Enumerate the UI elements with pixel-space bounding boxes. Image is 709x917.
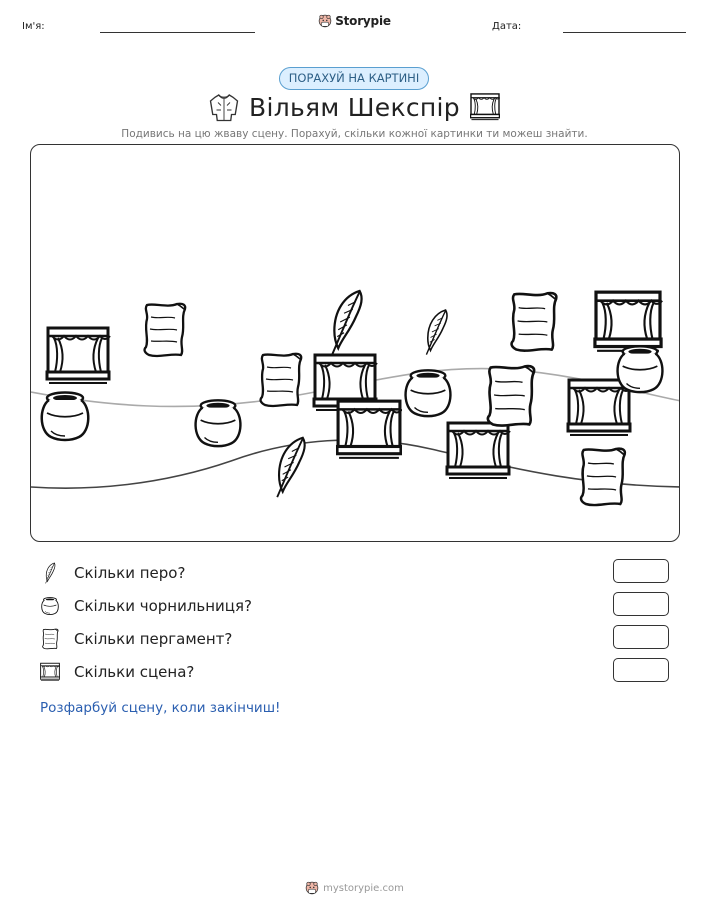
scene-picture	[30, 144, 680, 542]
coloring-note: Розфарбуй сцену, коли закінчиш!	[40, 700, 281, 716]
question-quill: Скільки перо?	[40, 562, 185, 584]
answer-box-inkwell[interactable]	[613, 592, 669, 616]
question-text: Скільки перо?	[74, 564, 186, 582]
inkwell-item	[194, 399, 242, 448]
page-title: Вільям Шекспір	[249, 92, 460, 122]
stage-item	[45, 326, 111, 385]
stage-item	[336, 399, 402, 460]
parchment-item	[486, 364, 536, 427]
question-text: Скільки сцена?	[74, 663, 195, 681]
inkwell-item	[616, 345, 664, 394]
ground-line-front	[31, 439, 679, 489]
parchment-item	[143, 302, 187, 358]
instructions: Подивись на цю жваву сцену. Порахуй, скі…	[121, 128, 588, 140]
scene-drawing	[31, 289, 679, 507]
parchment-item	[579, 447, 627, 507]
count-badge: ПОРАХУЙ НА КАРТИНІ	[279, 67, 429, 90]
stage-item	[445, 421, 511, 480]
question-parchment: Скільки пергамент?	[40, 628, 232, 650]
inkwell-item	[40, 391, 90, 442]
date-line[interactable]	[563, 32, 686, 33]
inkwell-item	[404, 369, 452, 418]
quill-item	[331, 289, 363, 356]
stage-item	[566, 378, 632, 437]
answer-box-stage[interactable]	[613, 658, 669, 682]
doublet-icon	[209, 92, 239, 122]
brand-name: Storypie	[335, 14, 391, 28]
brand-logo: Storypie	[0, 13, 709, 32]
parchment-icon	[40, 628, 60, 650]
stage-icon	[470, 93, 500, 121]
answer-box-quill[interactable]	[613, 559, 669, 583]
date-label: Дата:	[492, 21, 522, 32]
inkwell-icon	[40, 595, 60, 617]
answer-box-parchment[interactable]	[613, 625, 669, 649]
parchment-item	[259, 352, 303, 408]
quill-item	[425, 309, 449, 356]
quill-icon	[40, 562, 60, 584]
name-label: Ім'я:	[22, 21, 45, 32]
name-line[interactable]	[100, 32, 255, 33]
title-row: Вільям Шекспір	[0, 92, 709, 126]
question-text: Скільки чорнильниця?	[74, 597, 253, 615]
site-url: mystorypie.com	[323, 882, 404, 894]
mascot-icon	[318, 14, 332, 28]
stage-icon	[40, 661, 60, 683]
parchment-item	[510, 291, 558, 352]
question-text: Скільки пергамент?	[74, 630, 233, 648]
stage-item	[593, 290, 663, 353]
question-inkwell: Скільки чорнильниця?	[40, 595, 252, 617]
question-stage: Скільки сцена?	[40, 661, 194, 683]
mascot-icon	[305, 881, 319, 895]
site-footer: mystorypie.com	[0, 880, 709, 899]
